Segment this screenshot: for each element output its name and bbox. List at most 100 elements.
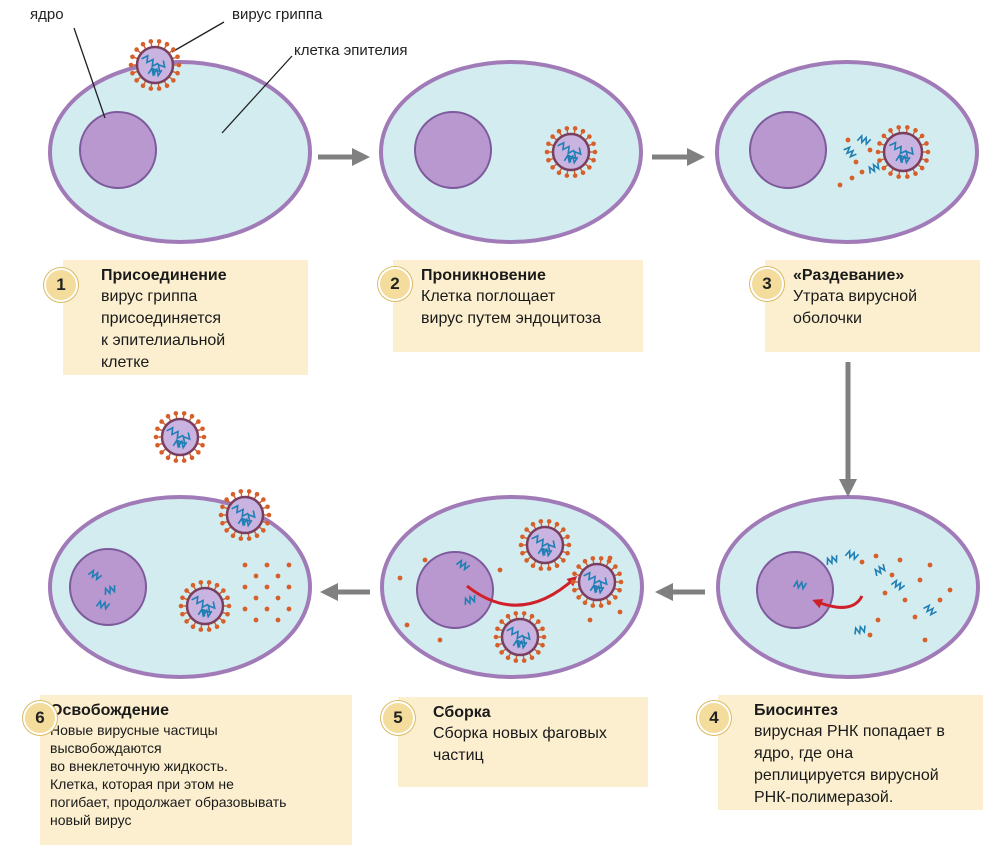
spike-fragment [845,137,851,143]
arrow-4-to-5 [655,583,705,601]
spike-fragment [917,577,923,583]
nucleus [414,111,492,189]
spike-fragment [873,553,879,559]
cell-label: клетка эпителия [294,42,408,59]
step-1-box: Присоединение вирус гриппа присоединяетс… [63,260,308,375]
step-1-number: 1 [44,268,78,302]
spike-fragment [875,617,881,623]
nucleus [416,551,494,629]
step-5-text: Сборка новых фаговых частиц [433,725,607,764]
spike-fragment [937,597,943,603]
spike-fragment [497,567,503,573]
virus-particle [178,580,232,632]
step-3-number: 3 [750,267,784,301]
spike-fragment [264,562,270,568]
arrow-5-to-6 [320,583,370,601]
spike-fragment [275,595,281,601]
virus-label: вирус гриппа [232,6,323,23]
cell-stage-1 [48,60,312,244]
spike-fragment [422,557,428,563]
spike-fragment [253,573,259,579]
spike-fragment [275,573,281,579]
cell-stage-6 [48,495,312,679]
step-2-number: 2 [378,267,412,301]
spike-fragment [253,595,259,601]
red-arrow-assembly [466,575,578,607]
spike-fragment [286,584,292,590]
spike-fragment [437,637,443,643]
cell-stage-2 [379,60,643,244]
step-4-box: Биосинтез вирусная РНК попадает в ядро, … [718,695,983,810]
arrow-1-to-2 [318,148,370,166]
step-4-text: вирусная РНК попадает в ядро, где она ре… [754,723,945,806]
spike-fragment [867,147,873,153]
spike-fragment [275,617,281,623]
arrow-2-to-3 [652,148,705,166]
virus-particle [218,489,272,541]
spike-fragment [404,622,410,628]
step-2-text: Клетка поглощает вирус путем эндоцитоза [421,288,602,327]
arrow-3-to-4 [839,362,857,497]
step-2-box: Проникновение Клетка поглощает вирус пут… [393,260,643,352]
step-6-box: Освобождение Новые вирусные частицы высв… [40,695,352,845]
virus-particle [153,411,207,463]
spike-fragment [922,637,928,643]
step-6-text: Новые вирусные частицы высвобождаются во… [50,722,287,828]
step-1-title: Присоединение [101,267,227,284]
nucleus [79,111,157,189]
step-3-title: «Раздевание» [793,267,905,284]
spike-fragment [853,159,859,165]
step-6-number: 6 [23,701,57,735]
nucleus-label: ядро [30,6,64,23]
cell-stage-5 [380,495,644,679]
step-1-text: вирус гриппа присоединяется к эпителиаль… [101,288,226,371]
flow-arrows [318,148,857,601]
spike-fragment [264,606,270,612]
step-4-title: Биосинтез [754,702,838,719]
label-pointers [73,21,293,134]
virus-particle [875,125,931,179]
nucleus [69,548,147,626]
spike-fragment [286,606,292,612]
spike-fragment [617,609,623,615]
virus-particle [493,611,547,663]
nucleus [749,111,827,189]
spike-fragment [897,557,903,563]
step-6-title: Освобождение [50,702,169,719]
spike-fragment [947,587,953,593]
virus-particle [544,126,598,178]
spike-fragment [859,169,865,175]
step-5-box: Сборка Сборка новых фаговых частиц [398,697,648,787]
step-3-box: «Раздевание» Утрата вирусной оболочки [765,260,980,352]
nucleus [756,551,834,629]
spike-fragment [587,617,593,623]
spike-fragment [912,614,918,620]
step-5-title: Сборка [433,704,491,721]
spike-fragment [242,606,248,612]
spike-fragment [849,175,855,181]
spike-fragment [607,555,613,561]
virus-particle [518,519,572,571]
step-2-title: Проникновение [421,267,546,284]
step-5-number: 5 [381,701,415,735]
spike-fragment [253,617,259,623]
spike-fragment [889,572,895,578]
virus-particle [128,39,182,91]
spike-fragment [264,584,270,590]
spike-fragment [242,584,248,590]
spike-fragment [927,562,933,568]
red-arrow-rna-to-nucleus [812,595,864,609]
spike-fragment [859,559,865,565]
spike-fragment [837,182,843,188]
spike-fragment [902,597,908,603]
spike-fragment [867,632,873,638]
spike-fragment [242,562,248,568]
cell-stage-4 [716,495,980,679]
spike-fragment [286,562,292,568]
spike-fragment [397,575,403,581]
step-3-text: Утрата вирусной оболочки [793,288,918,327]
virus-particle [570,556,624,608]
spike-fragment [882,590,888,596]
step-4-number: 4 [697,701,731,735]
